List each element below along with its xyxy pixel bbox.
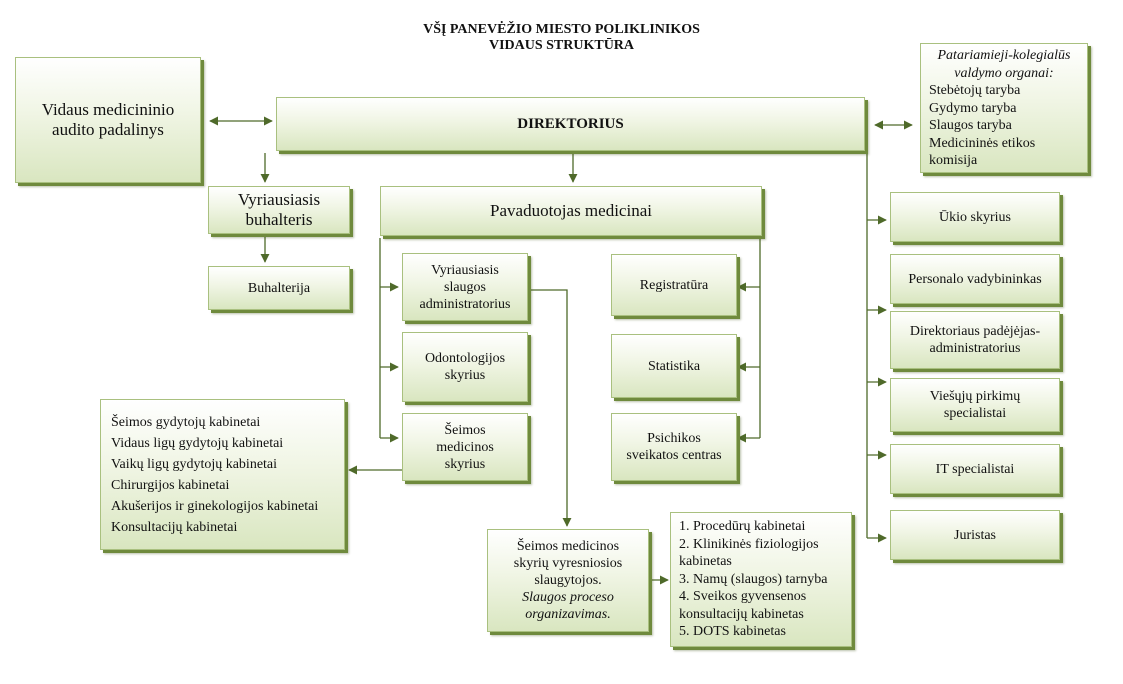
unit-item: 2. Klinikinės fiziologijos kabinetas bbox=[679, 536, 819, 570]
unit-item: 1. Procedūrų kabinetai bbox=[679, 519, 806, 535]
advisory-item: Gydymo taryba bbox=[929, 100, 1017, 116]
unit-item: 3. Namų (slaugos) tarnyba bbox=[679, 571, 828, 587]
chief-accountant-box: Vyriausiasis buhalteris bbox=[208, 186, 350, 234]
advisory-title: Patariamieji-kolegialūs valdymo organai: bbox=[937, 48, 1071, 81]
cabinet-item: Chirurgijos kabinetai bbox=[111, 477, 230, 493]
cabinets-list-box: Šeimos gydytojų kabinetai Vidaus ligų gy… bbox=[100, 399, 345, 550]
cabinet-item: Vidaus ligų gydytojų kabinetai bbox=[111, 435, 284, 451]
dental-department-label: Odontologijos skyrius bbox=[424, 351, 506, 383]
procurement-specialists-label: Viešųjų pirkimų specialistai bbox=[929, 389, 1021, 421]
director-label: DIREKTORIUS bbox=[517, 115, 624, 132]
deputy-medicine-box: Pavaduotojas medicinai bbox=[380, 186, 762, 236]
registry-box: Registratūra bbox=[611, 254, 737, 316]
chart-title-line1: VŠĮ PANEVĖŽIO MIESTO POLIKLINIKOS bbox=[423, 22, 700, 37]
senior-nurses-label: Šeimos medicinos skyrių vyresniosios sla… bbox=[513, 539, 623, 588]
nursing-seniornurses-connector bbox=[528, 289, 572, 527]
mental-health-centre-box: Psichikos sveikatos centras bbox=[611, 413, 737, 481]
unit-item: 5. DOTS kabinetas bbox=[679, 624, 786, 640]
mental-health-centre-label: Psichikos sveikatos centras bbox=[626, 431, 722, 463]
advisory-bodies-box: Patariamieji-kolegialūs valdymo organai:… bbox=[920, 43, 1088, 173]
procurement-specialists-box: Viešųjų pirkimų specialistai bbox=[890, 378, 1060, 432]
statistics-box: Statistika bbox=[611, 334, 737, 398]
advisory-item: Stebėtojų taryba bbox=[929, 83, 1021, 98]
cabinet-item: Šeimos gydytojų kabinetai bbox=[111, 414, 261, 430]
it-specialists-box: IT specialistai bbox=[890, 444, 1060, 494]
chief-nursing-admin-label: Vyriausiasis slaugos administratorius bbox=[419, 262, 511, 312]
deputy-medicine-label: Pavaduotojas medicinai bbox=[490, 201, 652, 220]
cabinet-item: Konsultacijų kabinetai bbox=[111, 519, 238, 535]
personnel-manager-box: Personalo vadybininkas bbox=[890, 254, 1060, 304]
senior-nurses-italic-label: Slaugos proceso organizavimas. bbox=[522, 590, 614, 622]
personnel-manager-label: Personalo vadybininkas bbox=[908, 271, 1042, 287]
chief-nursing-admin-box: Vyriausiasis slaugos administratorius bbox=[402, 253, 528, 321]
director-assistant-box: Direktoriaus padėjėjas- administratorius bbox=[890, 311, 1060, 369]
economy-department-label: Ūkio skyrius bbox=[939, 209, 1011, 225]
statistics-label: Statistika bbox=[647, 358, 701, 374]
accounting-box: Buhalterija bbox=[208, 266, 350, 310]
director-box: DIREKTORIUS bbox=[276, 97, 865, 151]
units-list-box: 1. Procedūrų kabinetai 2. Klinikinės fiz… bbox=[670, 512, 852, 647]
director-assistant-label: Direktoriaus padėjėjas- administratorius bbox=[909, 324, 1041, 356]
registry-label: Registratūra bbox=[639, 277, 709, 293]
audit-unit-label: Vidaus medicininio audito padalinys bbox=[41, 100, 175, 139]
advisory-item: Medicininės etikos komisija bbox=[929, 135, 1036, 169]
it-specialists-label: IT specialistai bbox=[935, 461, 1015, 477]
chart-title-line2: VIDAUS STRUKTŪRA bbox=[488, 38, 635, 53]
chief-accountant-label: Vyriausiasis buhalteris bbox=[237, 190, 321, 229]
unit-item: 4. Sveikos gyvensenos konsultacijų kabin… bbox=[679, 589, 807, 622]
cabinet-item: Akušerijos ir ginekologijos kabinetai bbox=[111, 498, 319, 514]
advisory-item: Slaugos taryba bbox=[929, 118, 1012, 133]
economy-department-box: Ūkio skyrius bbox=[890, 192, 1060, 242]
senior-nurses-box: Šeimos medicinos skyrių vyresniosios sla… bbox=[487, 529, 649, 632]
family-medicine-box: Šeimos medicinos skyrius bbox=[402, 413, 528, 481]
audit-unit-box: Vidaus medicininio audito padalinys bbox=[15, 57, 201, 183]
lawyer-box: Juristas bbox=[890, 510, 1060, 560]
family-medicine-label: Šeimos medicinos skyrius bbox=[436, 422, 494, 472]
cabinet-item: Vaikų ligų gydytojų kabinetai bbox=[111, 456, 278, 472]
accounting-label: Buhalterija bbox=[247, 280, 311, 296]
dental-department-box: Odontologijos skyrius bbox=[402, 332, 528, 402]
lawyer-label: Juristas bbox=[954, 527, 996, 543]
